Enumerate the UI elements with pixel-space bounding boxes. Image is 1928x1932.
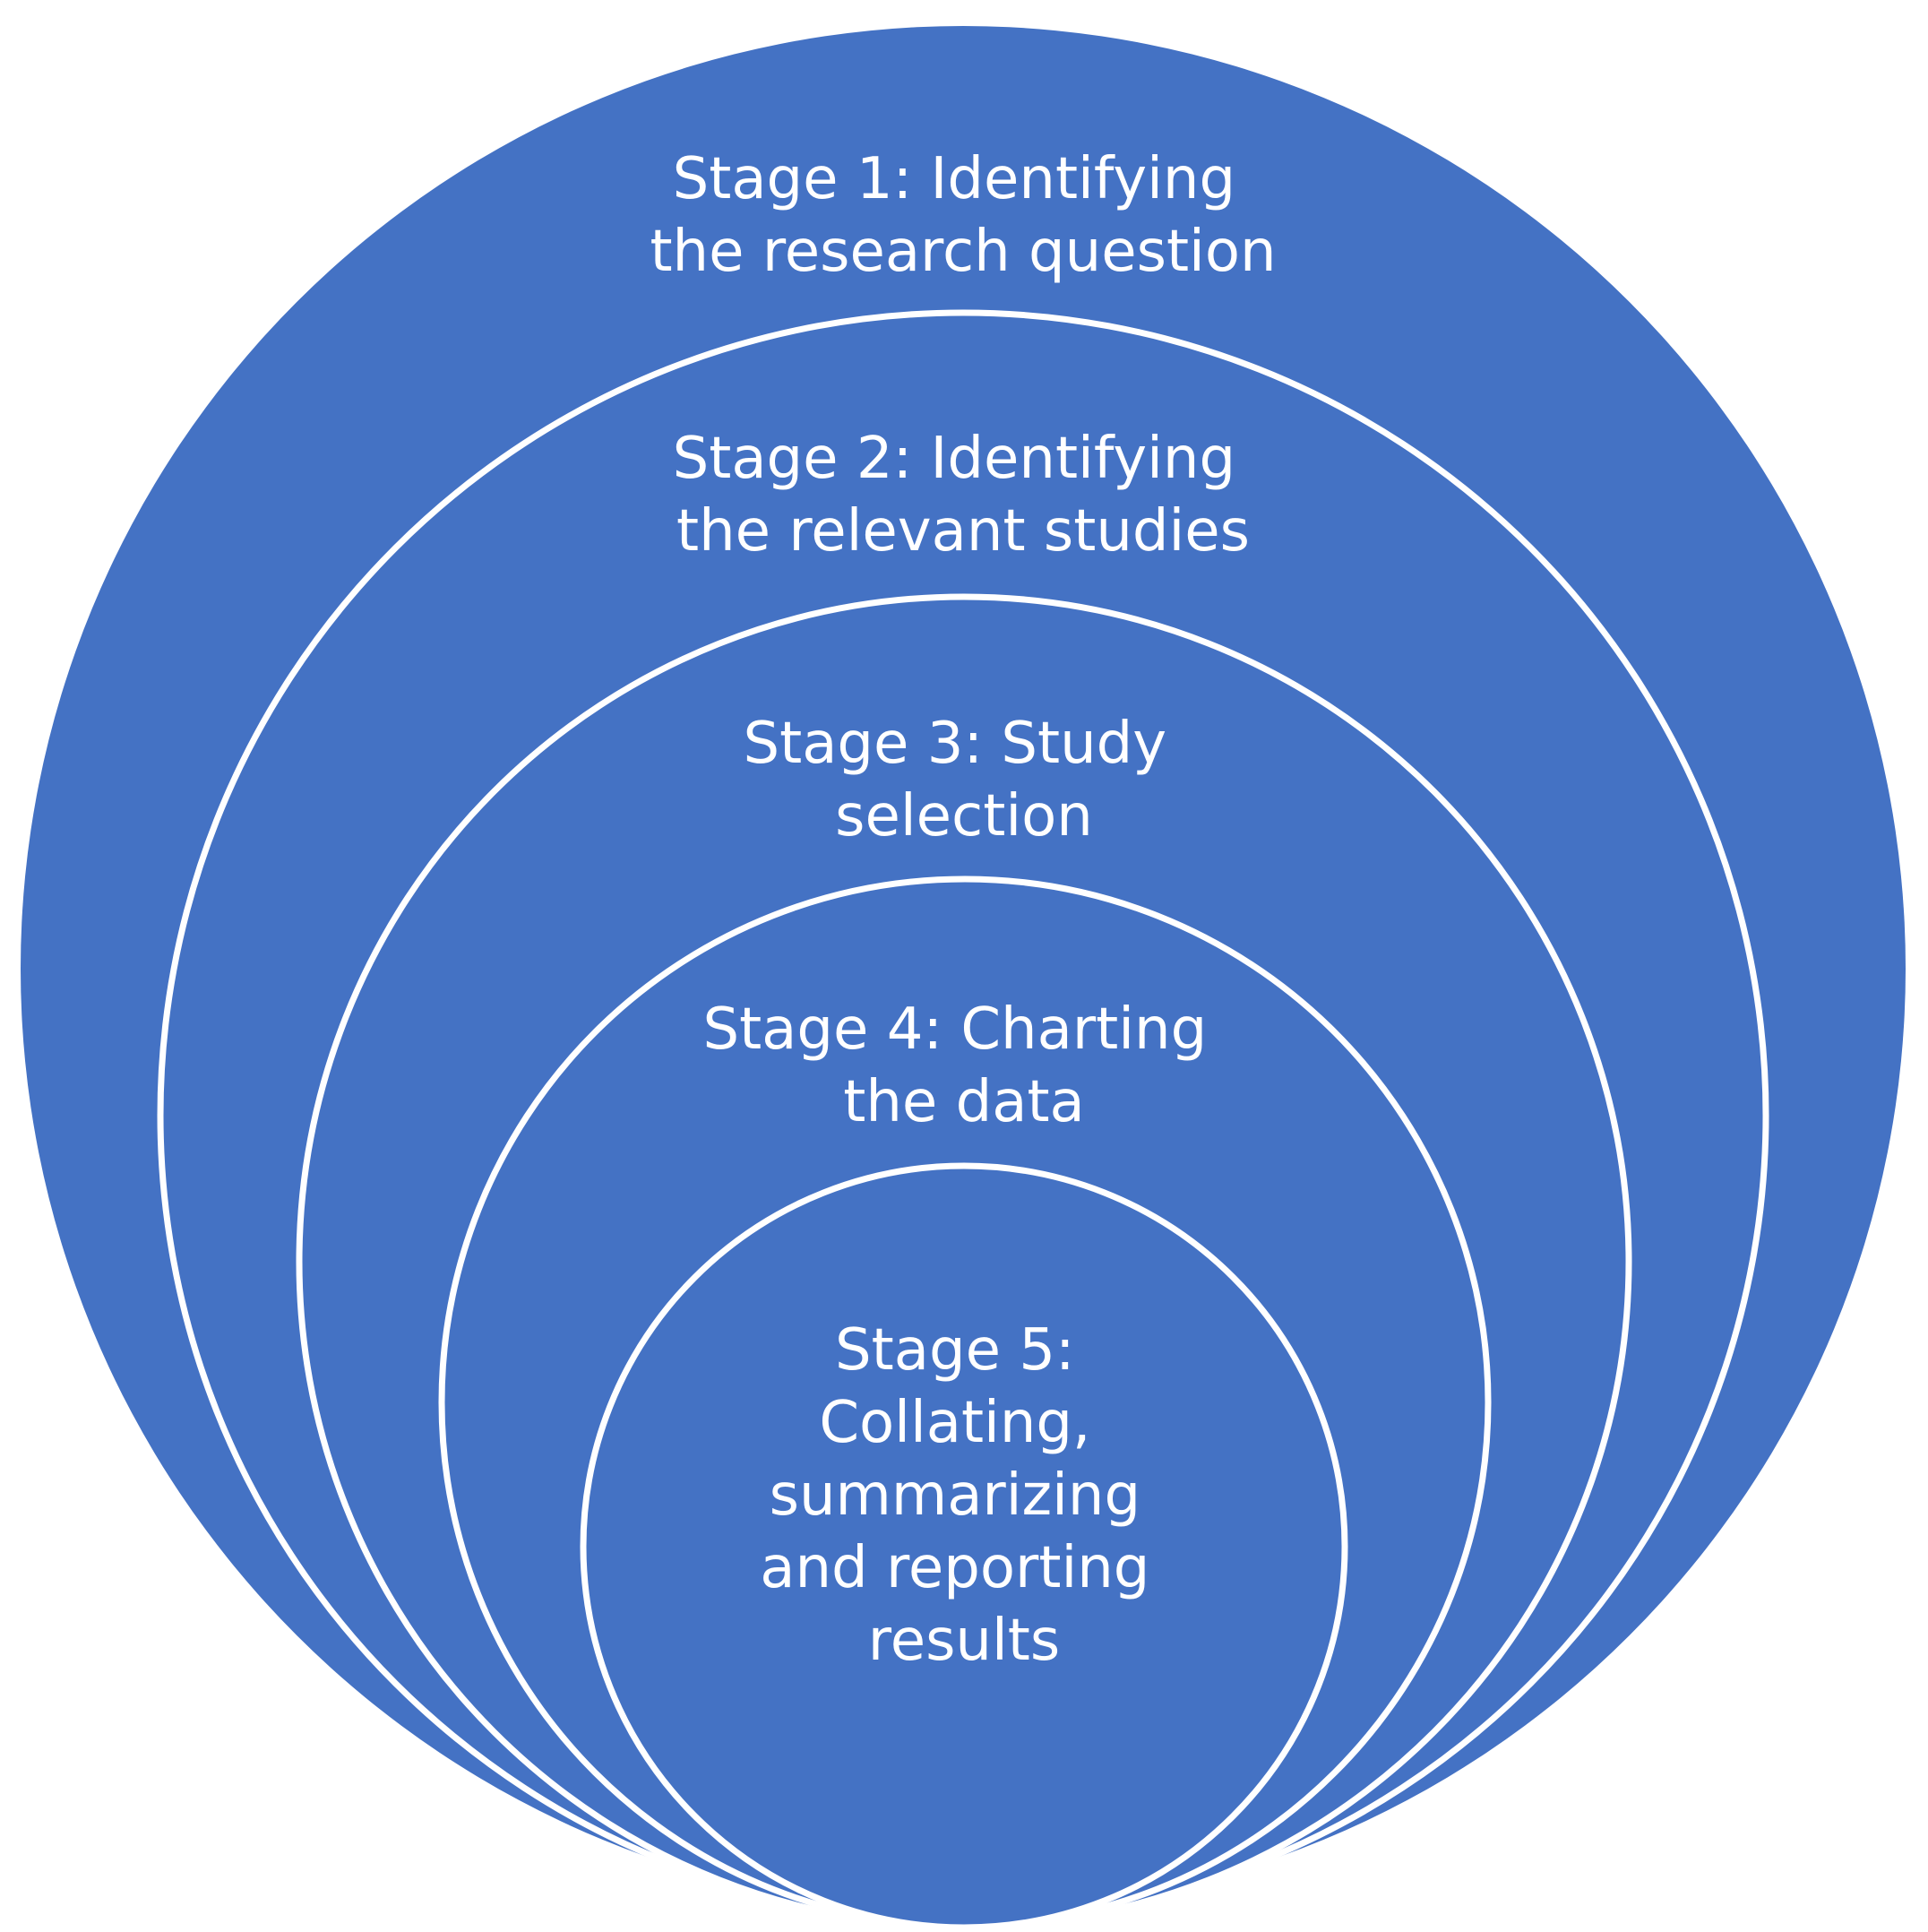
stage-5-label-line-2: Collating, [819, 1390, 1090, 1456]
stage-1-label-line-2: the research question [650, 219, 1276, 285]
stage-4-label: Stage 4: Charting the data [702, 996, 1225, 1135]
stage-5-label-line-1: Stage 5: [835, 1317, 1075, 1384]
stage-3-label-line-1: Stage 3: Study [743, 711, 1166, 777]
stage-5-label: Stage 5: Collating, summarizing and repo… [760, 1317, 1168, 1674]
stage-5-label-line-4: and reporting [760, 1535, 1149, 1601]
stage-2-label: Stage 2: Identifying the relevant studie… [673, 426, 1254, 565]
stage-1-label-line-1: Stage 1: Identifying [673, 146, 1235, 212]
stage-3-label: Stage 3: Study selection [743, 711, 1184, 850]
stage-1-label: Stage 1: Identifying the research questi… [650, 146, 1276, 285]
stage-3-label-line-2: selection [835, 783, 1093, 850]
stage-4-label-line-1: Stage 4: Charting [702, 996, 1207, 1063]
stage-4-label-line-2: the data [843, 1069, 1085, 1135]
stage-5-label-line-3: summarizing [770, 1462, 1140, 1529]
stage-2-label-line-1: Stage 2: Identifying [673, 426, 1235, 492]
stage-2-label-line-2: the relevant studies [676, 498, 1250, 565]
stage-5-label-line-5: results [868, 1608, 1060, 1674]
stage-5-circle [580, 1162, 1348, 1931]
stage-5-circle-group: Stage 5: Collating, summarizing and repo… [580, 1162, 1348, 1931]
